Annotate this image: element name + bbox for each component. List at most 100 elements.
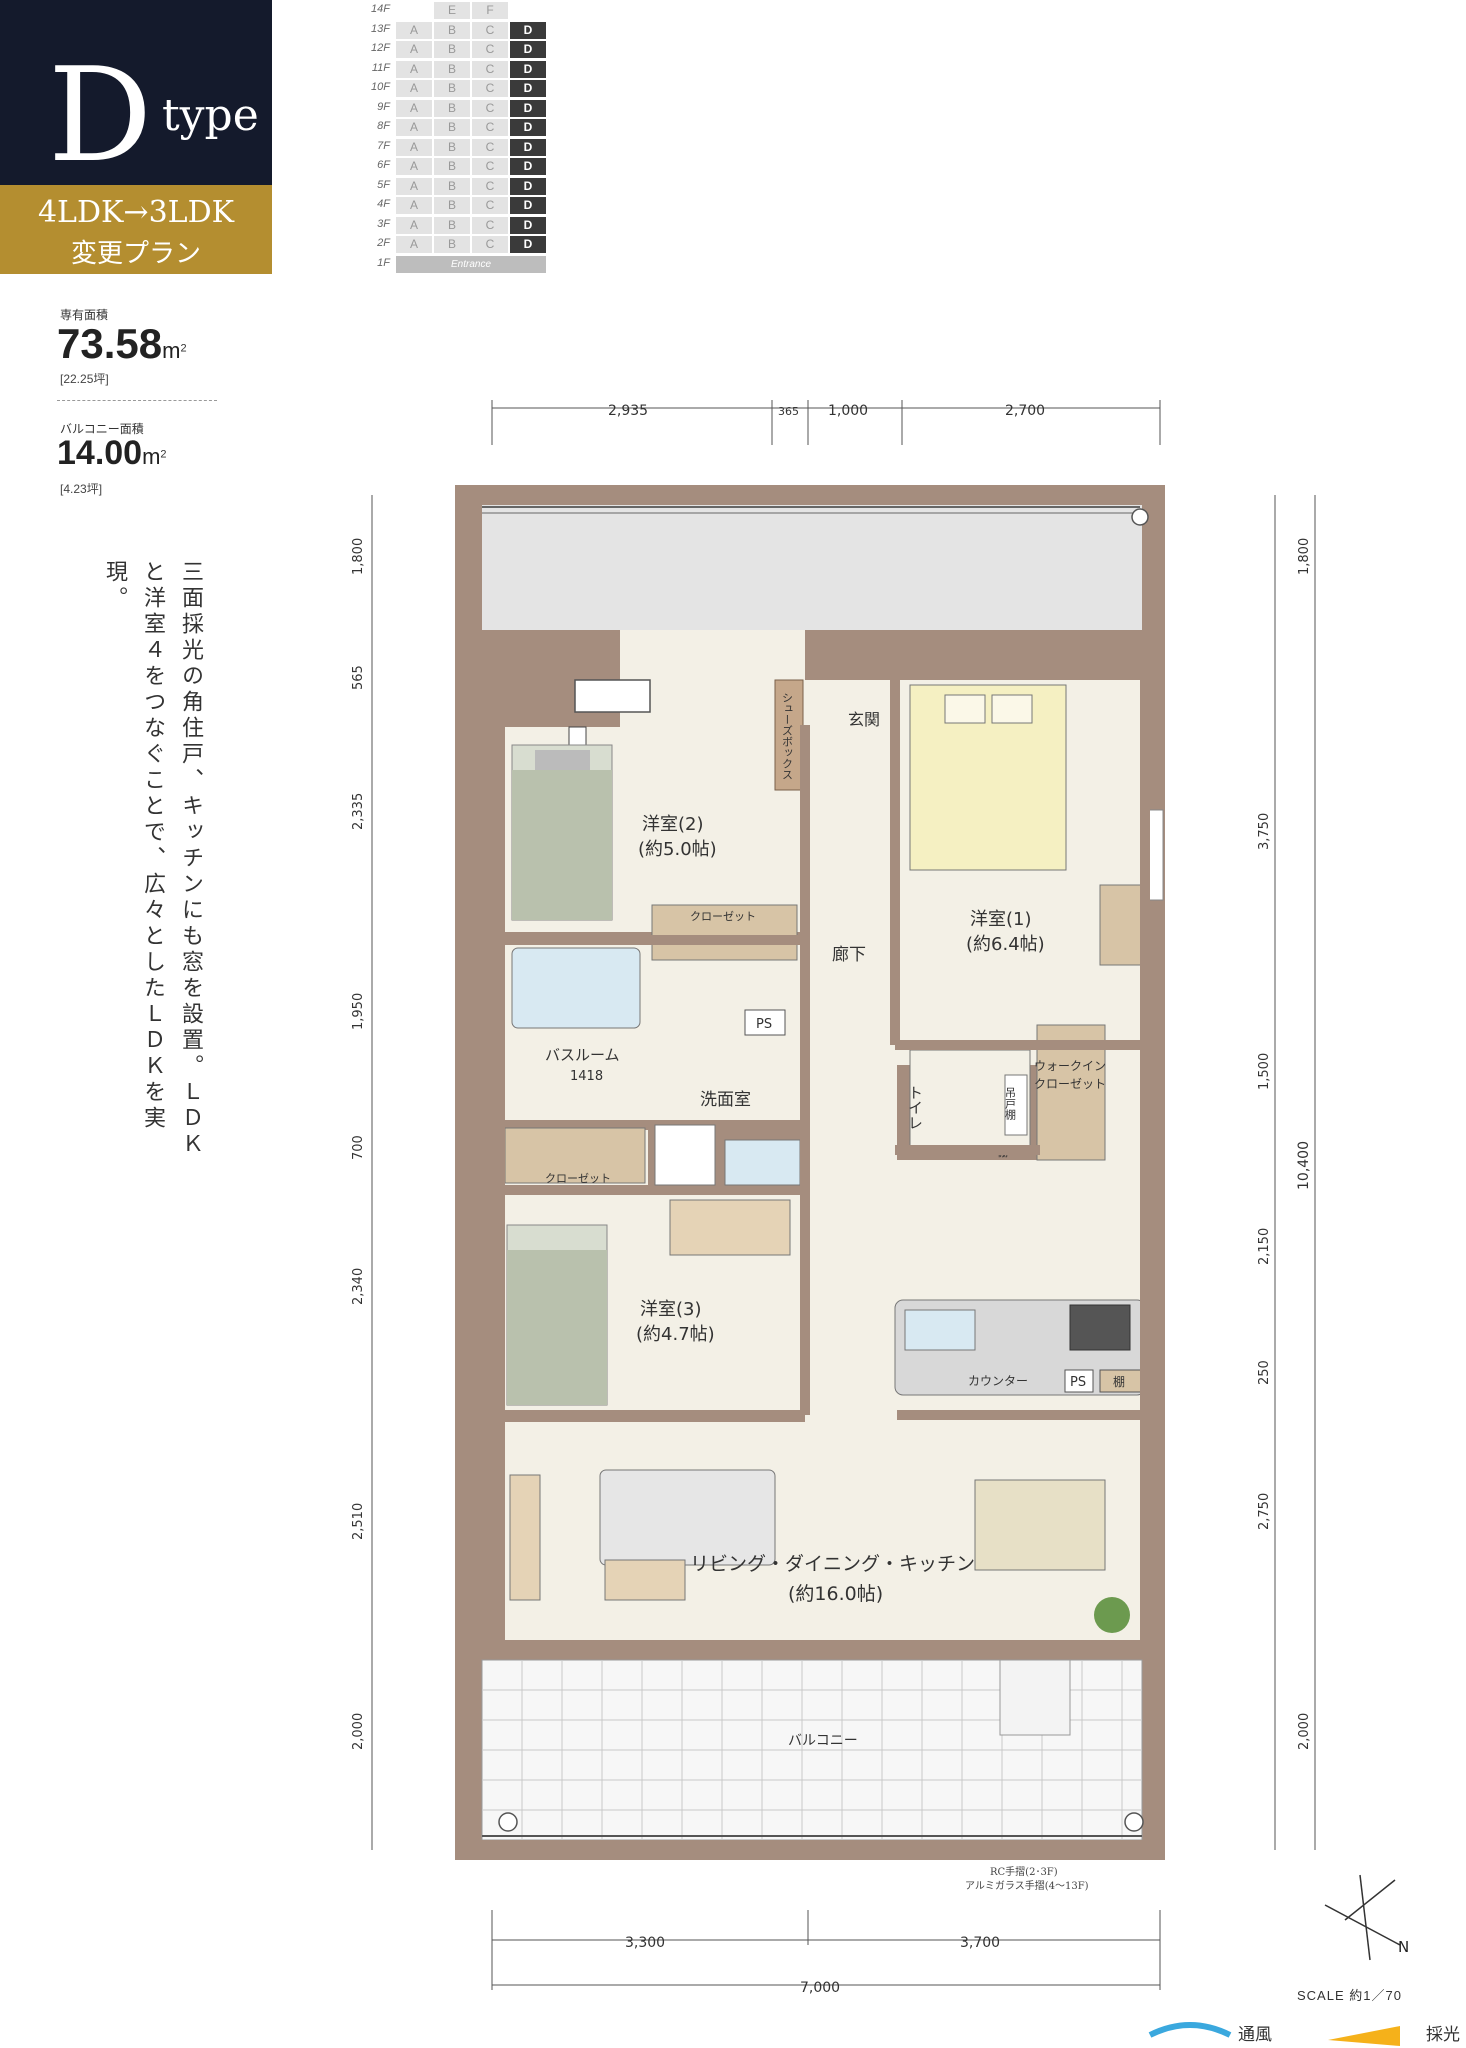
unit-cell-active[interactable]: D <box>510 21 546 39</box>
dim-top-4: 2,700 <box>1005 403 1045 419</box>
unit-cell-active[interactable]: D <box>510 197 546 214</box>
unit-cell[interactable]: F <box>472 2 508 19</box>
unit-cell[interactable]: B <box>434 119 470 136</box>
dim-top-2: 365 <box>778 405 799 418</box>
upper-balcony <box>482 505 1142 630</box>
scale-label: SCALE 約1／70 <box>1297 1988 1402 2003</box>
unit-cell[interactable]: A <box>396 197 432 214</box>
legend-wind-icon <box>1148 2022 1232 2038</box>
legend-light-label: 採光 <box>1426 2025 1460 2045</box>
walkin-label-2: クローゼット <box>1034 1077 1106 1091</box>
unit-cell-active[interactable]: D <box>510 41 546 58</box>
unit-cell[interactable]: A <box>396 236 432 253</box>
balcony-area-label: バルコニー面積 <box>60 422 144 436</box>
western3-size: (約4.7帖) <box>636 1324 715 1345</box>
private-area-value: 73.58m2 <box>57 320 187 367</box>
western2-label: 洋室(2) <box>642 814 704 835</box>
type-word: type <box>162 90 259 141</box>
unit-cell-active[interactable]: D <box>510 119 546 136</box>
unit-cell[interactable]: C <box>472 216 508 234</box>
unit-cell[interactable]: B <box>434 99 470 117</box>
plan-badge <box>0 185 272 274</box>
unit-cell[interactable]: C <box>472 119 508 136</box>
unit-cell[interactable]: C <box>472 41 508 58</box>
unit-cell[interactable]: A <box>396 80 432 97</box>
floor-label: 6F <box>377 159 390 171</box>
dim-left: 700 <box>351 1135 366 1160</box>
ps1-label: PS <box>756 1017 772 1032</box>
unit-cell[interactable]: A <box>396 177 432 195</box>
unit-cell[interactable]: C <box>472 236 508 253</box>
toilet-label: トイレ <box>906 1085 924 1130</box>
handrail-note-1: RC手摺(2･3F) <box>990 1867 1058 1878</box>
dim-right: 250 <box>1257 1360 1272 1385</box>
floor-label: 13F <box>371 22 390 35</box>
dim-left: 2,340 <box>351 1268 366 1305</box>
unit-cell-active[interactable]: D <box>510 216 546 234</box>
dim-right: 1,500 <box>1257 1053 1272 1090</box>
western3-label: 洋室(3) <box>640 1299 702 1320</box>
unit-cell[interactable]: A <box>396 119 432 136</box>
unit-cell-active[interactable]: D <box>510 138 546 156</box>
unit-cell[interactable]: B <box>434 177 470 195</box>
western2-size: (約5.0帖) <box>638 839 717 860</box>
unit-cell-active[interactable]: D <box>510 99 546 117</box>
unit-cell-active[interactable]: D <box>510 80 546 97</box>
handrail-note-2: アルミガラス手摺(4〜13F) <box>965 1881 1089 1892</box>
unit-cell[interactable]: A <box>396 60 432 78</box>
unit-cell[interactable]: B <box>434 41 470 58</box>
unit-cell[interactable]: B <box>434 138 470 156</box>
floor-label: 1F <box>377 256 390 269</box>
unit-cell[interactable]: C <box>472 60 508 78</box>
floor-label: 2F <box>377 237 390 249</box>
unit-cell[interactable]: C <box>472 80 508 97</box>
washroom-label: 洗面室 <box>700 1090 751 1110</box>
unit-cell-active[interactable]: D <box>510 60 546 78</box>
unit-cell[interactable]: C <box>472 138 508 156</box>
feature-description: 三面採光の角住戸、キッチンにも窓を設置。ＬＤＫと洋室４をつなぐことで、広々とした… <box>102 560 203 1158</box>
unit-cell[interactable]: A <box>396 216 432 234</box>
unit-cell[interactable]: B <box>434 21 470 39</box>
unit-cell[interactable]: A <box>396 158 432 175</box>
type-letter: D <box>48 39 153 191</box>
unit-cell[interactable]: A <box>396 99 432 117</box>
unit-cell[interactable]: B <box>434 216 470 234</box>
dim-top-1: 2,935 <box>608 403 648 419</box>
floor-label: 14F <box>371 3 390 15</box>
floor-label: 7F <box>377 139 390 152</box>
unit-cell[interactable]: A <box>396 138 432 156</box>
balcony-area-tsubo: [4.23坪] <box>60 482 103 496</box>
compass-n-label: N <box>1398 1938 1409 1956</box>
dim-left: 2,000 <box>351 1713 366 1750</box>
unit-cell[interactable]: C <box>472 197 508 214</box>
unit-cell[interactable]: E <box>434 2 470 19</box>
unit-cell-active[interactable]: D <box>510 177 546 195</box>
unit-cell[interactable]: C <box>472 21 508 39</box>
dim-left: 2,510 <box>351 1503 366 1540</box>
compass <box>1324 1874 1401 1961</box>
entry-label: 玄関 <box>848 710 880 729</box>
dim-left: 565 <box>351 665 366 690</box>
unit-cell-active[interactable]: D <box>510 158 546 175</box>
unit-cell[interactable]: C <box>472 99 508 117</box>
dim-right-total: 10,400 <box>1296 1141 1312 1190</box>
unit-cell[interactable]: C <box>472 158 508 175</box>
corridor-label: 廊下 <box>832 945 866 965</box>
unit-cell[interactable]: B <box>434 60 470 78</box>
unit-cell[interactable]: B <box>434 80 470 97</box>
balcony-label: バルコニー <box>788 1733 858 1749</box>
unit-cell[interactable]: A <box>396 41 432 58</box>
bathroom-label: バスルーム <box>545 1046 620 1064</box>
unit-cell[interactable]: B <box>434 236 470 253</box>
unit-cell[interactable]: A <box>396 21 432 39</box>
area-divider <box>57 400 217 401</box>
unit-cell[interactable]: B <box>434 197 470 214</box>
unit-cell[interactable]: C <box>472 177 508 195</box>
unit-cell[interactable]: B <box>434 158 470 175</box>
dim-bottom-2: 3,700 <box>960 1935 1000 1951</box>
balcony-area-value: 14.00m2 <box>57 434 167 472</box>
dim-top-3: 1,000 <box>828 403 868 419</box>
unit-cell-active[interactable]: D <box>510 236 546 253</box>
balcony-area-number: 14.00 <box>57 434 143 472</box>
